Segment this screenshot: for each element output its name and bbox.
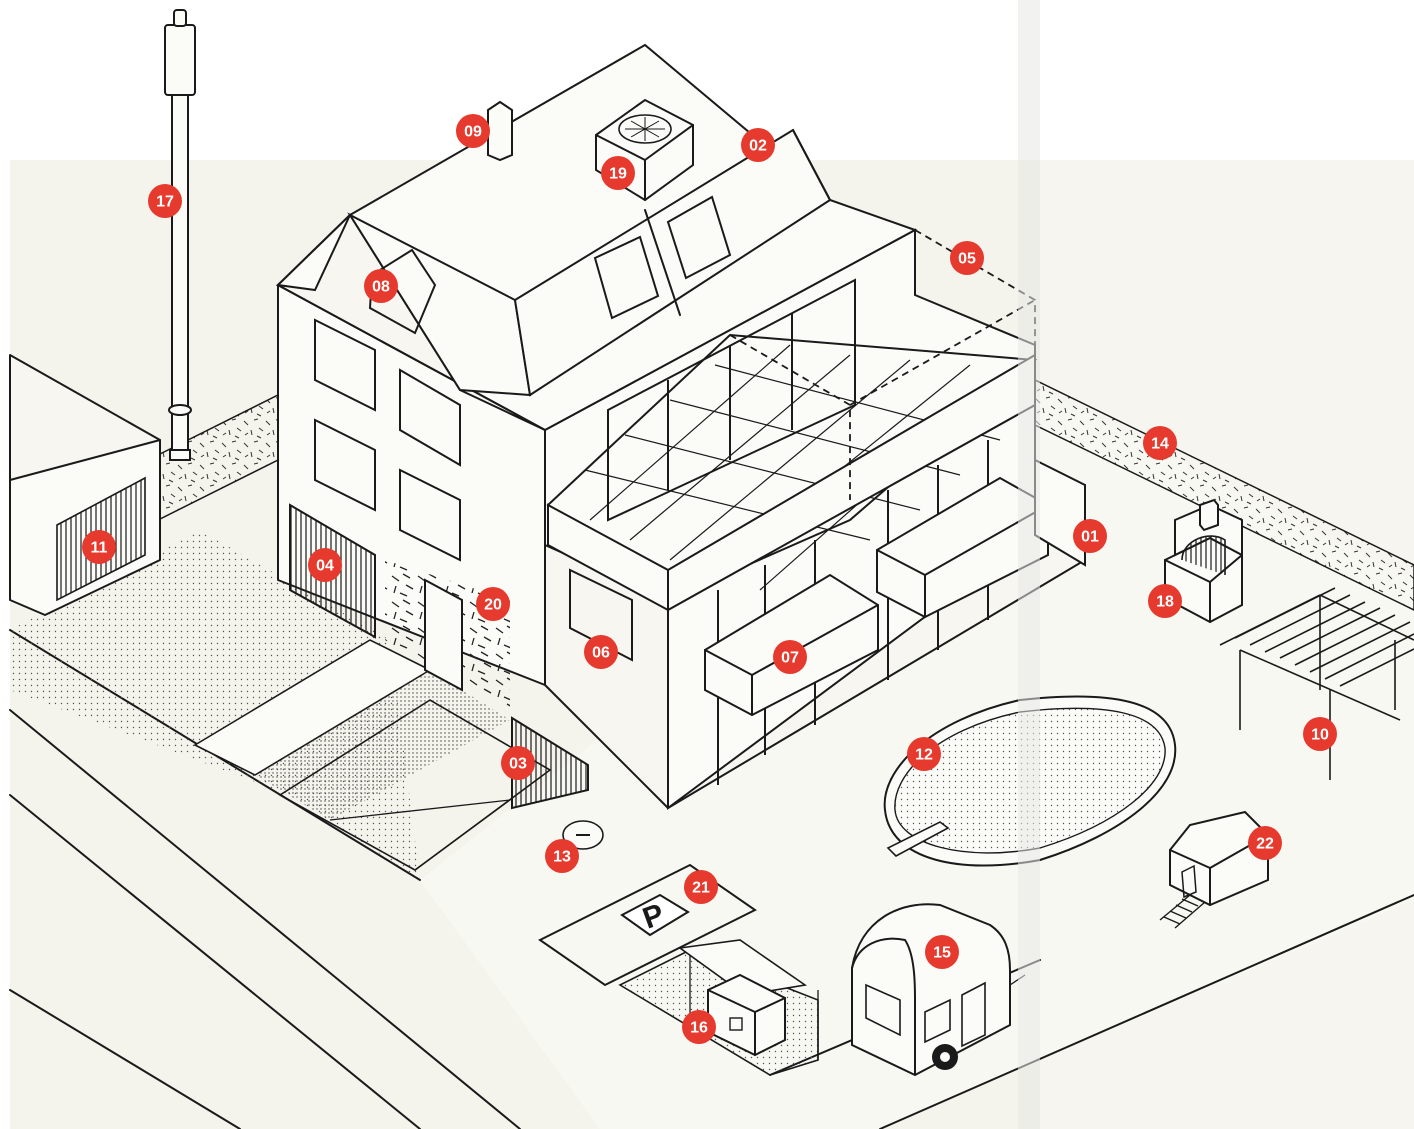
marker-05: 05	[950, 241, 984, 275]
marker-04: 04	[308, 548, 342, 582]
marker-label: 02	[749, 138, 767, 155]
marker-08: 08	[364, 269, 398, 303]
marker-label: 16	[690, 1020, 708, 1037]
lamp-cap	[174, 10, 186, 26]
marker-label: 13	[553, 849, 571, 866]
marker-18: 18	[1148, 584, 1182, 618]
marker-label: 18	[1156, 594, 1174, 611]
marker-label: 10	[1311, 727, 1329, 744]
marker-label: 04	[316, 558, 334, 575]
marker-01: 01	[1073, 519, 1107, 553]
marker-label: 03	[509, 756, 527, 773]
marker-16: 16	[682, 1010, 716, 1044]
marker-21: 21	[684, 870, 718, 904]
marker-label: 09	[464, 124, 482, 141]
marker-label: 19	[609, 166, 627, 183]
marker-03: 03	[501, 746, 535, 780]
marker-label: 01	[1081, 529, 1099, 546]
marker-22: 22	[1248, 826, 1282, 860]
marker-label: 14	[1151, 436, 1169, 453]
marker-09: 09	[456, 114, 490, 148]
marker-14: 14	[1143, 426, 1177, 460]
entrance-door	[425, 580, 462, 690]
marker-label: 11	[91, 540, 108, 557]
marker-label: 21	[692, 880, 710, 897]
marker-19: 19	[601, 156, 635, 190]
lamp-head	[165, 25, 195, 95]
marker-13: 13	[545, 839, 579, 873]
lamp-pole	[172, 95, 188, 450]
marker-label: 12	[915, 747, 933, 764]
marker-label: 06	[592, 645, 610, 662]
marker-07: 07	[773, 640, 807, 674]
marker-label: 05	[958, 251, 976, 268]
marker-02: 02	[741, 128, 775, 162]
page-fold-shadow	[1018, 0, 1040, 1129]
marker-15: 15	[925, 935, 959, 969]
marker-label: 08	[372, 279, 390, 296]
chimney	[488, 102, 512, 160]
marker-label: 22	[1256, 836, 1274, 853]
marker-06: 06	[584, 635, 618, 669]
lamp-collar	[169, 405, 191, 415]
marker-label: 17	[156, 194, 174, 211]
marker-label: 07	[781, 650, 799, 667]
lamp-base	[170, 450, 190, 460]
marker-20: 20	[476, 587, 510, 621]
marker-label: 20	[484, 597, 502, 614]
marker-17: 17	[148, 184, 182, 218]
marker-12: 12	[907, 737, 941, 771]
marker-label: 15	[933, 945, 951, 962]
marker-11: 11	[82, 530, 116, 564]
marker-10: 10	[1303, 717, 1337, 751]
